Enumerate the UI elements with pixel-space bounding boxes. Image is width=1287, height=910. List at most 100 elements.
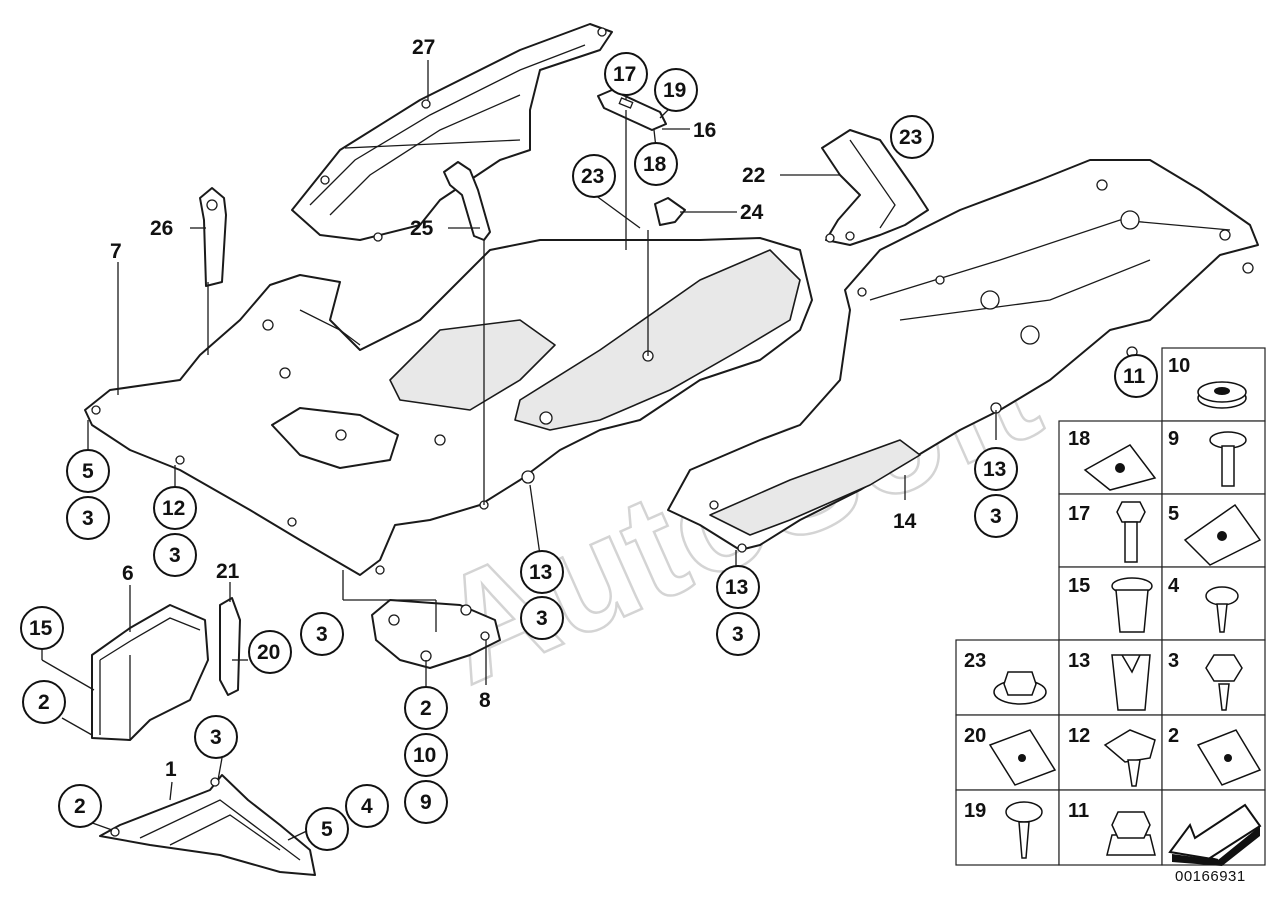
svg-text:20: 20 bbox=[964, 725, 986, 747]
grid-cell-13: 13 bbox=[1058, 639, 1163, 716]
callout-3-b: 3 bbox=[153, 533, 197, 577]
callout-22: 22 bbox=[742, 164, 765, 187]
callout-25: 25 bbox=[410, 217, 434, 240]
svg-text:6: 6 bbox=[122, 562, 134, 585]
callout-27: 27 bbox=[412, 36, 435, 59]
svg-text:25: 25 bbox=[410, 217, 434, 240]
callout-3-a: 3 bbox=[66, 496, 110, 540]
callout-13-b: 13 bbox=[716, 565, 760, 609]
svg-text:19: 19 bbox=[663, 79, 686, 102]
svg-text:14: 14 bbox=[893, 510, 917, 533]
svg-text:22: 22 bbox=[742, 164, 765, 187]
part-22-strut-bracket bbox=[821, 129, 929, 246]
callout-24: 24 bbox=[740, 201, 764, 224]
svg-text:2: 2 bbox=[1168, 725, 1179, 747]
part-24-clip bbox=[654, 197, 686, 226]
callout-2-a: 2 bbox=[22, 680, 66, 724]
callout-21: 21 bbox=[216, 560, 240, 583]
grid-cell-arrow bbox=[1161, 789, 1266, 866]
svg-text:1: 1 bbox=[165, 758, 177, 781]
svg-text:5: 5 bbox=[82, 460, 94, 483]
part-7-underbody-panel bbox=[84, 237, 813, 576]
callout-19-top: 19 bbox=[654, 68, 698, 112]
svg-text:3: 3 bbox=[1168, 650, 1179, 672]
svg-text:27: 27 bbox=[412, 36, 435, 59]
grid-cell-11: 11 bbox=[1058, 789, 1163, 866]
svg-text:18: 18 bbox=[1068, 428, 1090, 450]
callout-6: 6 bbox=[122, 562, 134, 585]
callout-26: 26 bbox=[150, 217, 173, 240]
callout-3-g: 3 bbox=[974, 494, 1018, 538]
grid-cell-18: 18 bbox=[1058, 420, 1163, 495]
callout-5-a: 5 bbox=[66, 449, 110, 493]
svg-text:12: 12 bbox=[162, 497, 185, 520]
callout-17-top: 17 bbox=[604, 52, 648, 96]
callout-1: 1 bbox=[165, 758, 177, 781]
svg-text:3: 3 bbox=[316, 623, 328, 646]
part-8-cover-plate bbox=[371, 599, 501, 669]
svg-text:4: 4 bbox=[1168, 575, 1180, 597]
svg-text:9: 9 bbox=[420, 791, 432, 814]
svg-text:18: 18 bbox=[643, 153, 667, 176]
svg-text:11: 11 bbox=[1123, 365, 1146, 388]
svg-text:20: 20 bbox=[257, 641, 280, 664]
svg-text:26: 26 bbox=[150, 217, 173, 240]
svg-text:13: 13 bbox=[725, 576, 748, 599]
callout-4: 4 bbox=[345, 784, 389, 828]
svg-text:2: 2 bbox=[420, 697, 432, 720]
callout-9: 9 bbox=[404, 780, 448, 824]
grid-cell-17: 17 bbox=[1058, 493, 1163, 568]
svg-text:3: 3 bbox=[169, 544, 181, 567]
grid-cell-4: 4 bbox=[1161, 566, 1266, 641]
svg-text:10: 10 bbox=[413, 744, 436, 767]
part-26-bracket bbox=[199, 187, 227, 287]
grid-cell-2: 2 bbox=[1161, 714, 1266, 791]
callout-5-b: 5 bbox=[305, 807, 349, 851]
callout-2-b: 2 bbox=[58, 784, 102, 828]
grid-cell-9: 9 bbox=[1161, 420, 1266, 495]
svg-text:3: 3 bbox=[210, 726, 222, 749]
grid-cell-5: 5 bbox=[1161, 493, 1266, 568]
part-1-air-guide bbox=[99, 774, 316, 876]
svg-text:17: 17 bbox=[1068, 503, 1090, 525]
part-27-heat-shield bbox=[291, 23, 613, 242]
svg-text:15: 15 bbox=[1068, 575, 1090, 597]
svg-text:3: 3 bbox=[990, 505, 1002, 528]
callout-11: 11 bbox=[1114, 354, 1158, 398]
svg-text:7: 7 bbox=[110, 240, 122, 263]
part-25-brace bbox=[443, 161, 491, 241]
svg-text:15: 15 bbox=[29, 617, 53, 640]
svg-text:24: 24 bbox=[740, 201, 764, 224]
svg-text:3: 3 bbox=[82, 507, 94, 530]
callout-3-c: 3 bbox=[300, 612, 344, 656]
callout-3-e: 3 bbox=[520, 596, 564, 640]
svg-text:23: 23 bbox=[964, 650, 986, 672]
callout-23-a: 23 bbox=[572, 154, 616, 198]
callout-2-c: 2 bbox=[404, 686, 448, 730]
svg-text:2: 2 bbox=[38, 691, 50, 714]
svg-text:5: 5 bbox=[1168, 503, 1179, 525]
svg-text:3: 3 bbox=[732, 623, 744, 646]
callout-23-b: 23 bbox=[890, 115, 934, 159]
svg-text:23: 23 bbox=[581, 165, 604, 188]
document-number: 00166931 bbox=[1175, 868, 1246, 885]
callout-3-d: 3 bbox=[194, 715, 238, 759]
svg-text:16: 16 bbox=[693, 119, 716, 142]
svg-text:23: 23 bbox=[899, 126, 922, 149]
svg-text:4: 4 bbox=[361, 795, 373, 818]
arrow-icon bbox=[1168, 803, 1262, 861]
svg-text:5: 5 bbox=[321, 818, 333, 841]
callout-18-top: 18 bbox=[634, 142, 678, 186]
part-6-air-duct bbox=[91, 604, 209, 741]
hardware-parts-grid: 10 18 9 17 5 bbox=[955, 347, 1266, 866]
callout-8: 8 bbox=[479, 689, 491, 712]
callout-14: 14 bbox=[893, 510, 917, 533]
callout-12: 12 bbox=[153, 486, 197, 530]
svg-text:13: 13 bbox=[983, 458, 1006, 481]
part-21-strip bbox=[219, 597, 241, 696]
svg-text:21: 21 bbox=[216, 560, 240, 583]
callout-15: 15 bbox=[20, 606, 64, 650]
callout-16: 16 bbox=[693, 119, 716, 142]
svg-text:13: 13 bbox=[529, 561, 552, 584]
